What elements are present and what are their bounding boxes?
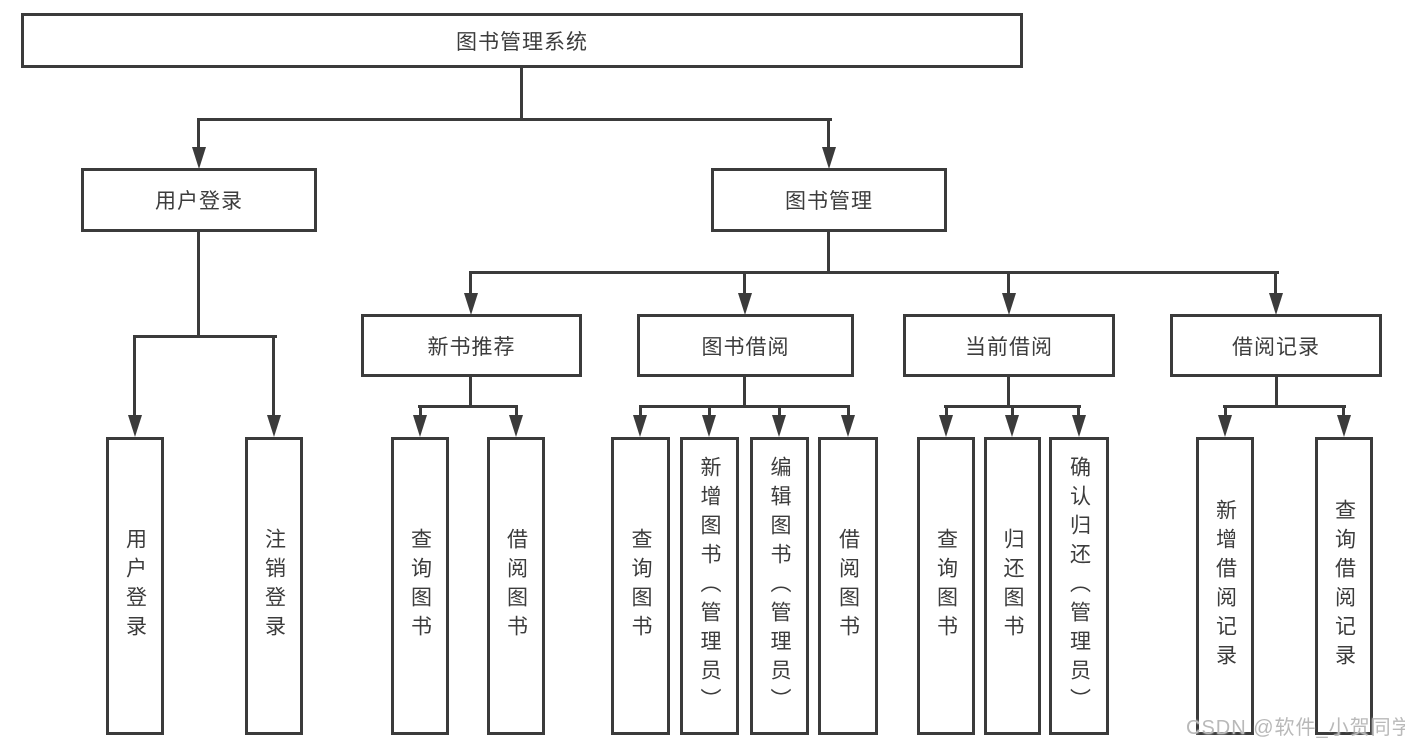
connector-level1-branch (197, 118, 832, 121)
leaf-add-borrow-record: 新增借阅记录 (1196, 437, 1254, 735)
leaf-user-login: 用户登录 (106, 437, 164, 735)
leaf-query-books-2: 查询图书 (611, 437, 670, 735)
connector-shaft (1011, 405, 1014, 419)
node-label: 用户登录 (155, 190, 243, 213)
connector-shaft (847, 405, 850, 419)
arrow-down-icon (413, 415, 427, 437)
arrow-down-icon (509, 415, 523, 437)
node-label: 图书管理系统 (456, 30, 588, 54)
node-label: 借阅图书 (504, 528, 528, 644)
node-label: 查询图书 (408, 528, 432, 644)
connector-shaft (1342, 405, 1345, 419)
arrow-down-icon (822, 147, 836, 169)
connector-shaft (708, 405, 711, 419)
arrow-down-icon (1002, 293, 1016, 315)
node-new-book-recommend: 新书推荐 (361, 314, 582, 377)
node-label: 查询借阅记录 (1332, 499, 1356, 673)
node-label: 注销登录 (262, 528, 286, 644)
connector-shaft (1274, 274, 1277, 296)
connector-bookborrow-branch (639, 405, 850, 408)
node-label: 归还图书 (1001, 528, 1024, 644)
leaf-logout: 注销登录 (245, 437, 303, 735)
node-label: 图书管理 (785, 190, 873, 213)
connector-shaft (639, 405, 642, 419)
node-label: 当前借阅 (965, 335, 1053, 359)
connector-newbook-drop (469, 377, 472, 408)
csdn-watermark: CSDN @软件_小贺同学 (1186, 717, 1405, 739)
leaf-borrow-books-1: 借阅图书 (487, 437, 545, 735)
connector-bookborrow-drop (743, 377, 746, 408)
node-borrow-records: 借阅记录 (1170, 314, 1382, 377)
leaf-confirm-return-admin: 确认归还（管理员） (1049, 437, 1109, 735)
arrow-down-icon (738, 293, 752, 315)
node-label: 查询图书 (629, 528, 652, 644)
leaf-query-books-1: 查询图书 (391, 437, 449, 735)
arrow-down-icon (267, 415, 281, 437)
connector-shaft (197, 121, 200, 150)
connector-records-drop (1275, 377, 1278, 408)
node-label: 借阅图书 (836, 528, 860, 644)
node-label: 借阅记录 (1232, 335, 1320, 359)
node-root: 图书管理系统 (21, 13, 1023, 68)
arrow-down-icon (633, 415, 647, 437)
connector-shaft (778, 405, 781, 419)
leaf-query-borrow-record: 查询借阅记录 (1315, 437, 1373, 735)
connector-shaft (827, 121, 830, 150)
connector-shaft (272, 338, 275, 418)
arrow-down-icon (702, 415, 716, 437)
arrow-down-icon (841, 415, 855, 437)
arrow-down-icon (1218, 415, 1232, 437)
arrow-down-icon (128, 415, 142, 437)
arrow-down-icon (1269, 293, 1283, 315)
node-label: 图书借阅 (701, 335, 790, 359)
connector-newbook-branch (418, 405, 518, 408)
node-label: 编辑图书（管理员） (768, 455, 791, 717)
connector-shaft (743, 274, 746, 296)
node-label: 用户登录 (123, 528, 147, 644)
arrow-down-icon (772, 415, 786, 437)
node-label: 新书推荐 (427, 335, 516, 359)
connector-level2-branch (469, 271, 1279, 274)
connector-shaft (469, 274, 472, 296)
arrow-down-icon (1005, 415, 1019, 437)
connector-userlogin-drop (197, 232, 200, 338)
node-label: 确认归还（管理员） (1067, 455, 1091, 717)
arrow-down-icon (939, 415, 953, 437)
node-current-borrow: 当前借阅 (903, 314, 1115, 377)
leaf-query-books-3: 查询图书 (917, 437, 975, 735)
node-label: 新增借阅记录 (1213, 499, 1237, 673)
connector-records-branch (1223, 405, 1346, 408)
connector-currentborrow-drop (1007, 377, 1010, 408)
node-label: 新增图书（管理员） (698, 455, 721, 717)
leaf-edit-books-admin: 编辑图书（管理员） (750, 437, 809, 735)
arrow-down-icon (192, 147, 206, 169)
connector-shaft (1077, 405, 1080, 419)
connector-shaft (419, 405, 422, 419)
node-book-management: 图书管理 (711, 168, 947, 232)
connector-shaft (133, 338, 136, 418)
connector-bookmgmt-drop (827, 232, 830, 274)
node-label: 查询图书 (934, 528, 958, 644)
connector-shaft (945, 405, 948, 419)
connector-shaft (515, 405, 518, 419)
connector-root-drop (520, 68, 523, 121)
arrow-down-icon (464, 293, 478, 315)
connector-userlogin-branch (133, 335, 277, 338)
leaf-borrow-books-2: 借阅图书 (818, 437, 878, 735)
node-user-login-group: 用户登录 (81, 168, 317, 232)
node-book-borrow: 图书借阅 (637, 314, 854, 377)
leaf-add-books-admin: 新增图书（管理员） (680, 437, 739, 735)
connector-shaft (1224, 405, 1227, 419)
leaf-return-books: 归还图书 (984, 437, 1041, 735)
arrow-down-icon (1337, 415, 1351, 437)
arrow-down-icon (1072, 415, 1086, 437)
connector-shaft (1007, 274, 1010, 296)
